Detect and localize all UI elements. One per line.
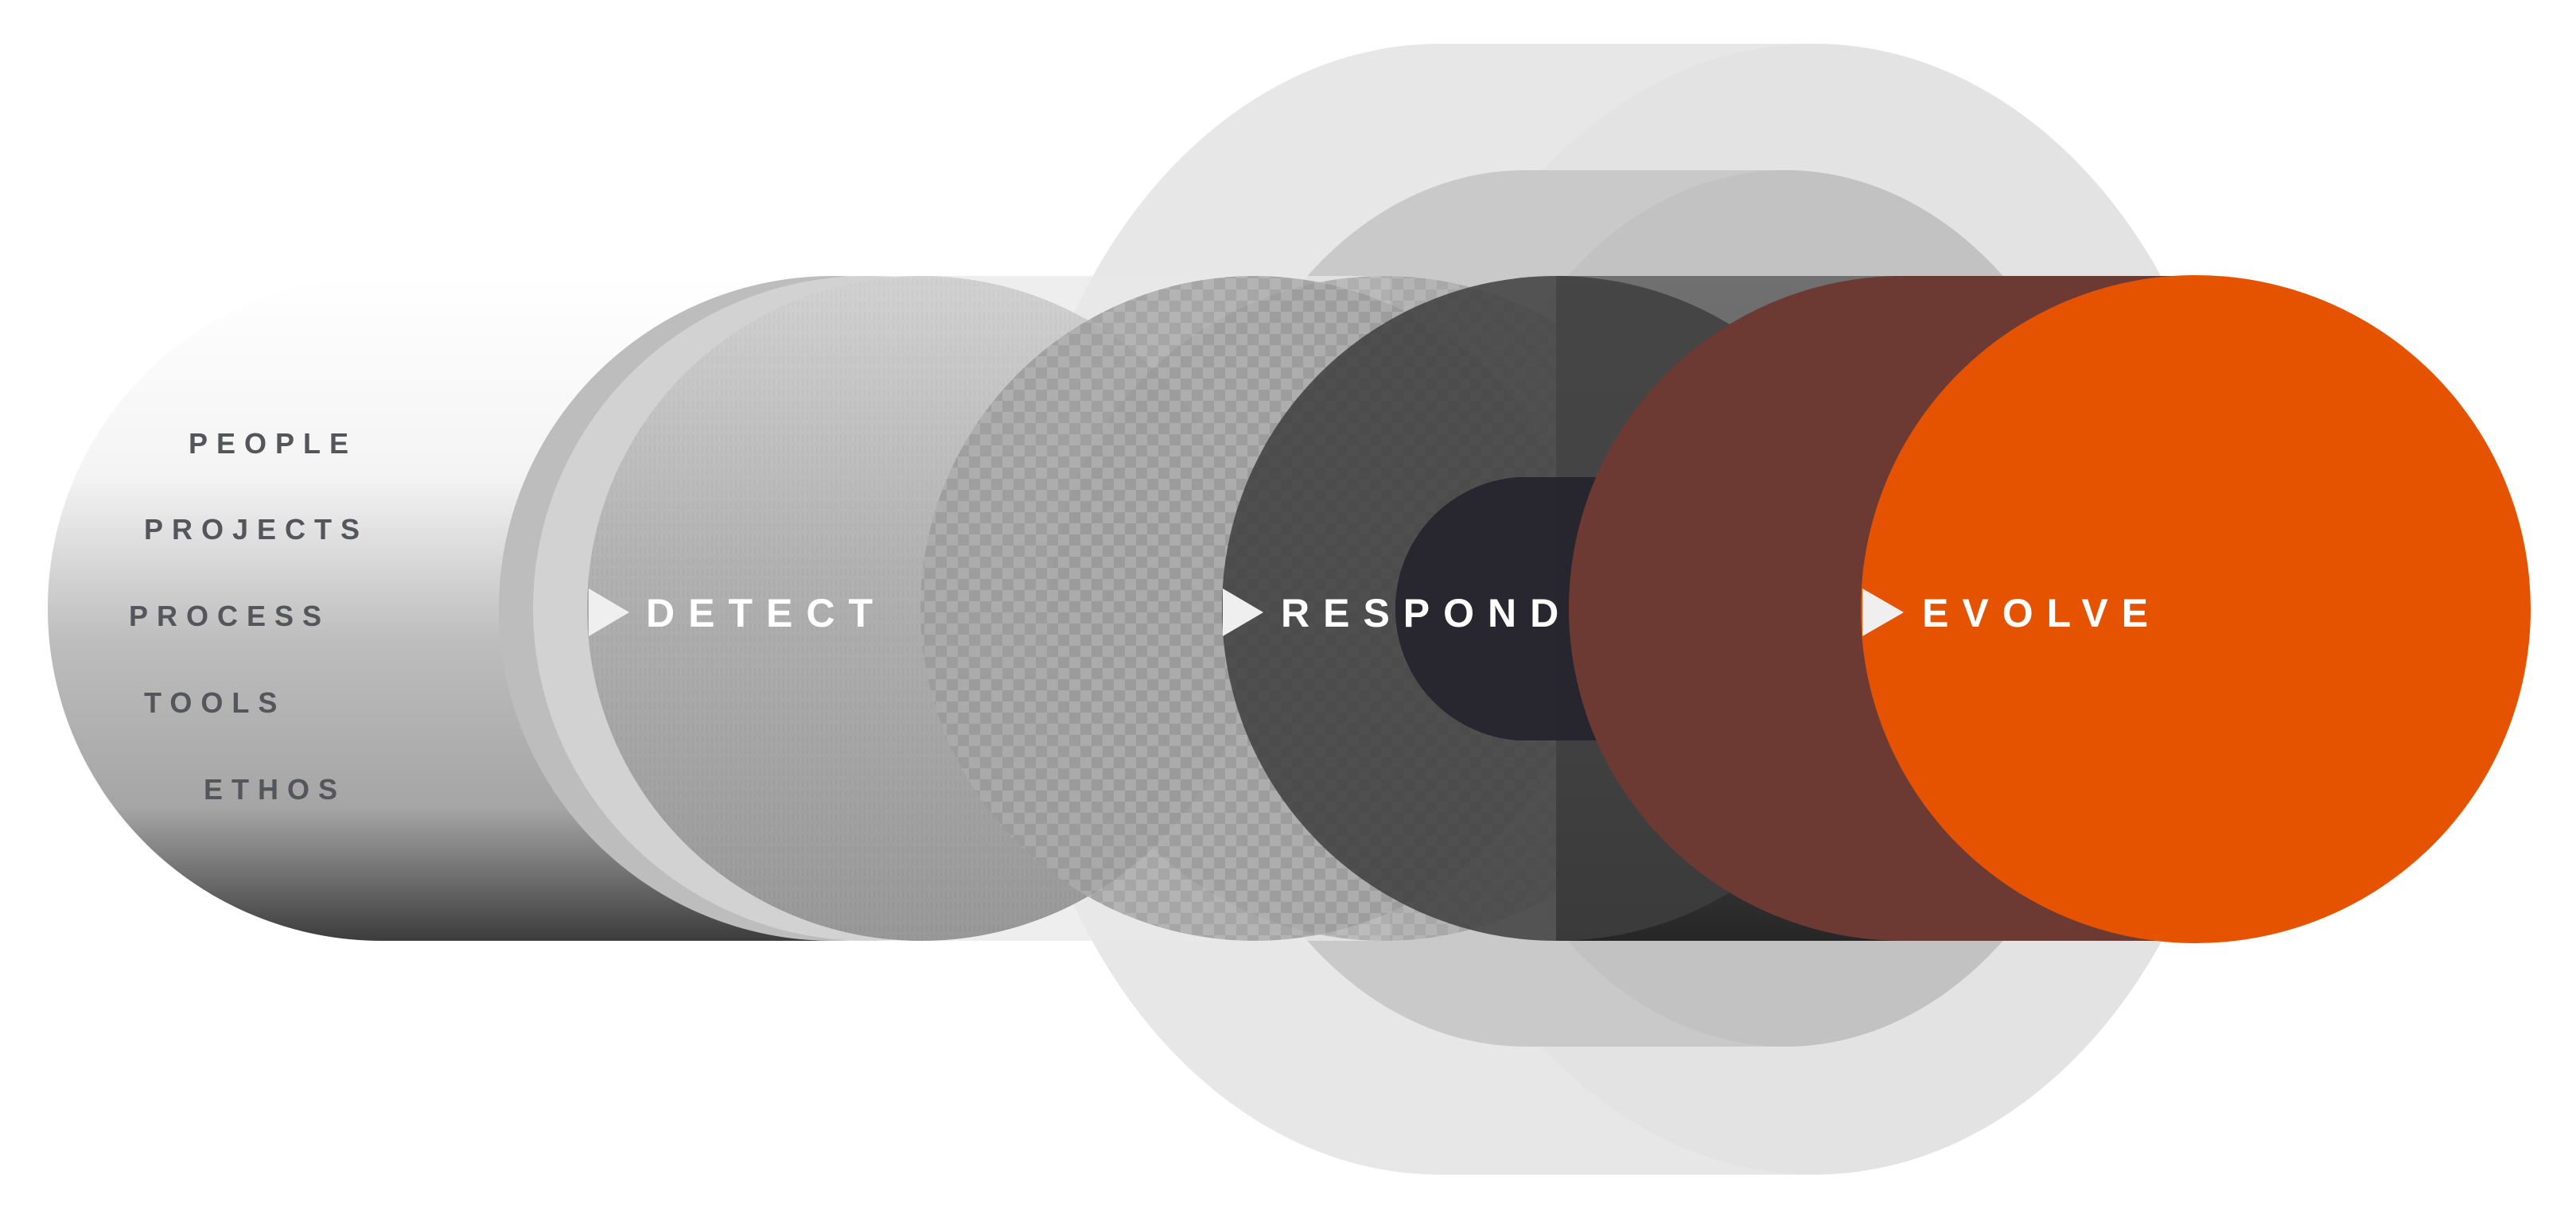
stage-label-respond: RESPOND (1281, 591, 1572, 635)
triangle-arrow-icon (589, 589, 629, 636)
triangle-arrow-icon (1223, 589, 1263, 636)
side-label-tools: TOOLS (144, 686, 286, 719)
stage-detect: DETECT (589, 589, 886, 636)
triangle-arrow-icon (1862, 589, 1904, 636)
stage-label-detect: DETECT (646, 591, 886, 635)
side-label-ethos: ETHOS (204, 773, 346, 806)
side-label-process: PROCESS (129, 600, 330, 632)
side-label-projects: PROJECTS (144, 513, 368, 546)
side-labels: PEOPLE PROJECTS PROCESS TOOLS ETHOS (129, 427, 368, 806)
side-label-people: PEOPLE (189, 427, 357, 460)
evolve-cylinder (1569, 275, 2531, 943)
stage-evolve: EVOLVE (1862, 589, 2162, 636)
stage-respond: RESPOND (1223, 589, 1572, 636)
stage-label-evolve: EVOLVE (1922, 591, 2162, 635)
